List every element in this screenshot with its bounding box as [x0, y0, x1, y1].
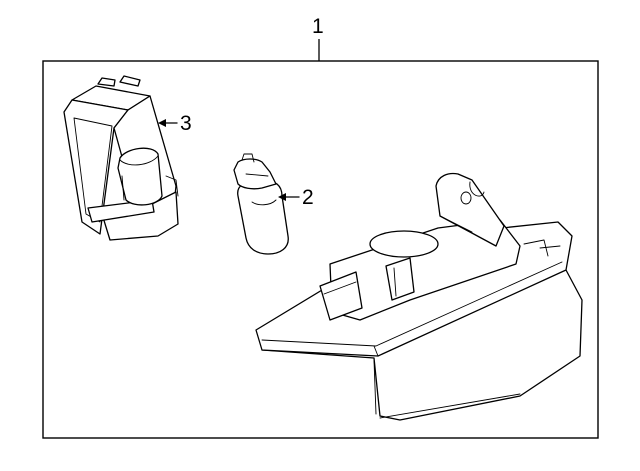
- socket-part: [63, 75, 179, 241]
- bulb-part: [233, 153, 300, 255]
- callout-3-label: 3: [180, 112, 192, 135]
- callout-3-arrowhead: [158, 119, 166, 127]
- lamp-assembly-part: [255, 172, 583, 421]
- diagram-frame: [42, 60, 599, 439]
- callout-2-label: 2: [302, 186, 314, 209]
- callout-1-label: 1: [312, 15, 324, 38]
- callout-2-arrowhead: [278, 193, 286, 201]
